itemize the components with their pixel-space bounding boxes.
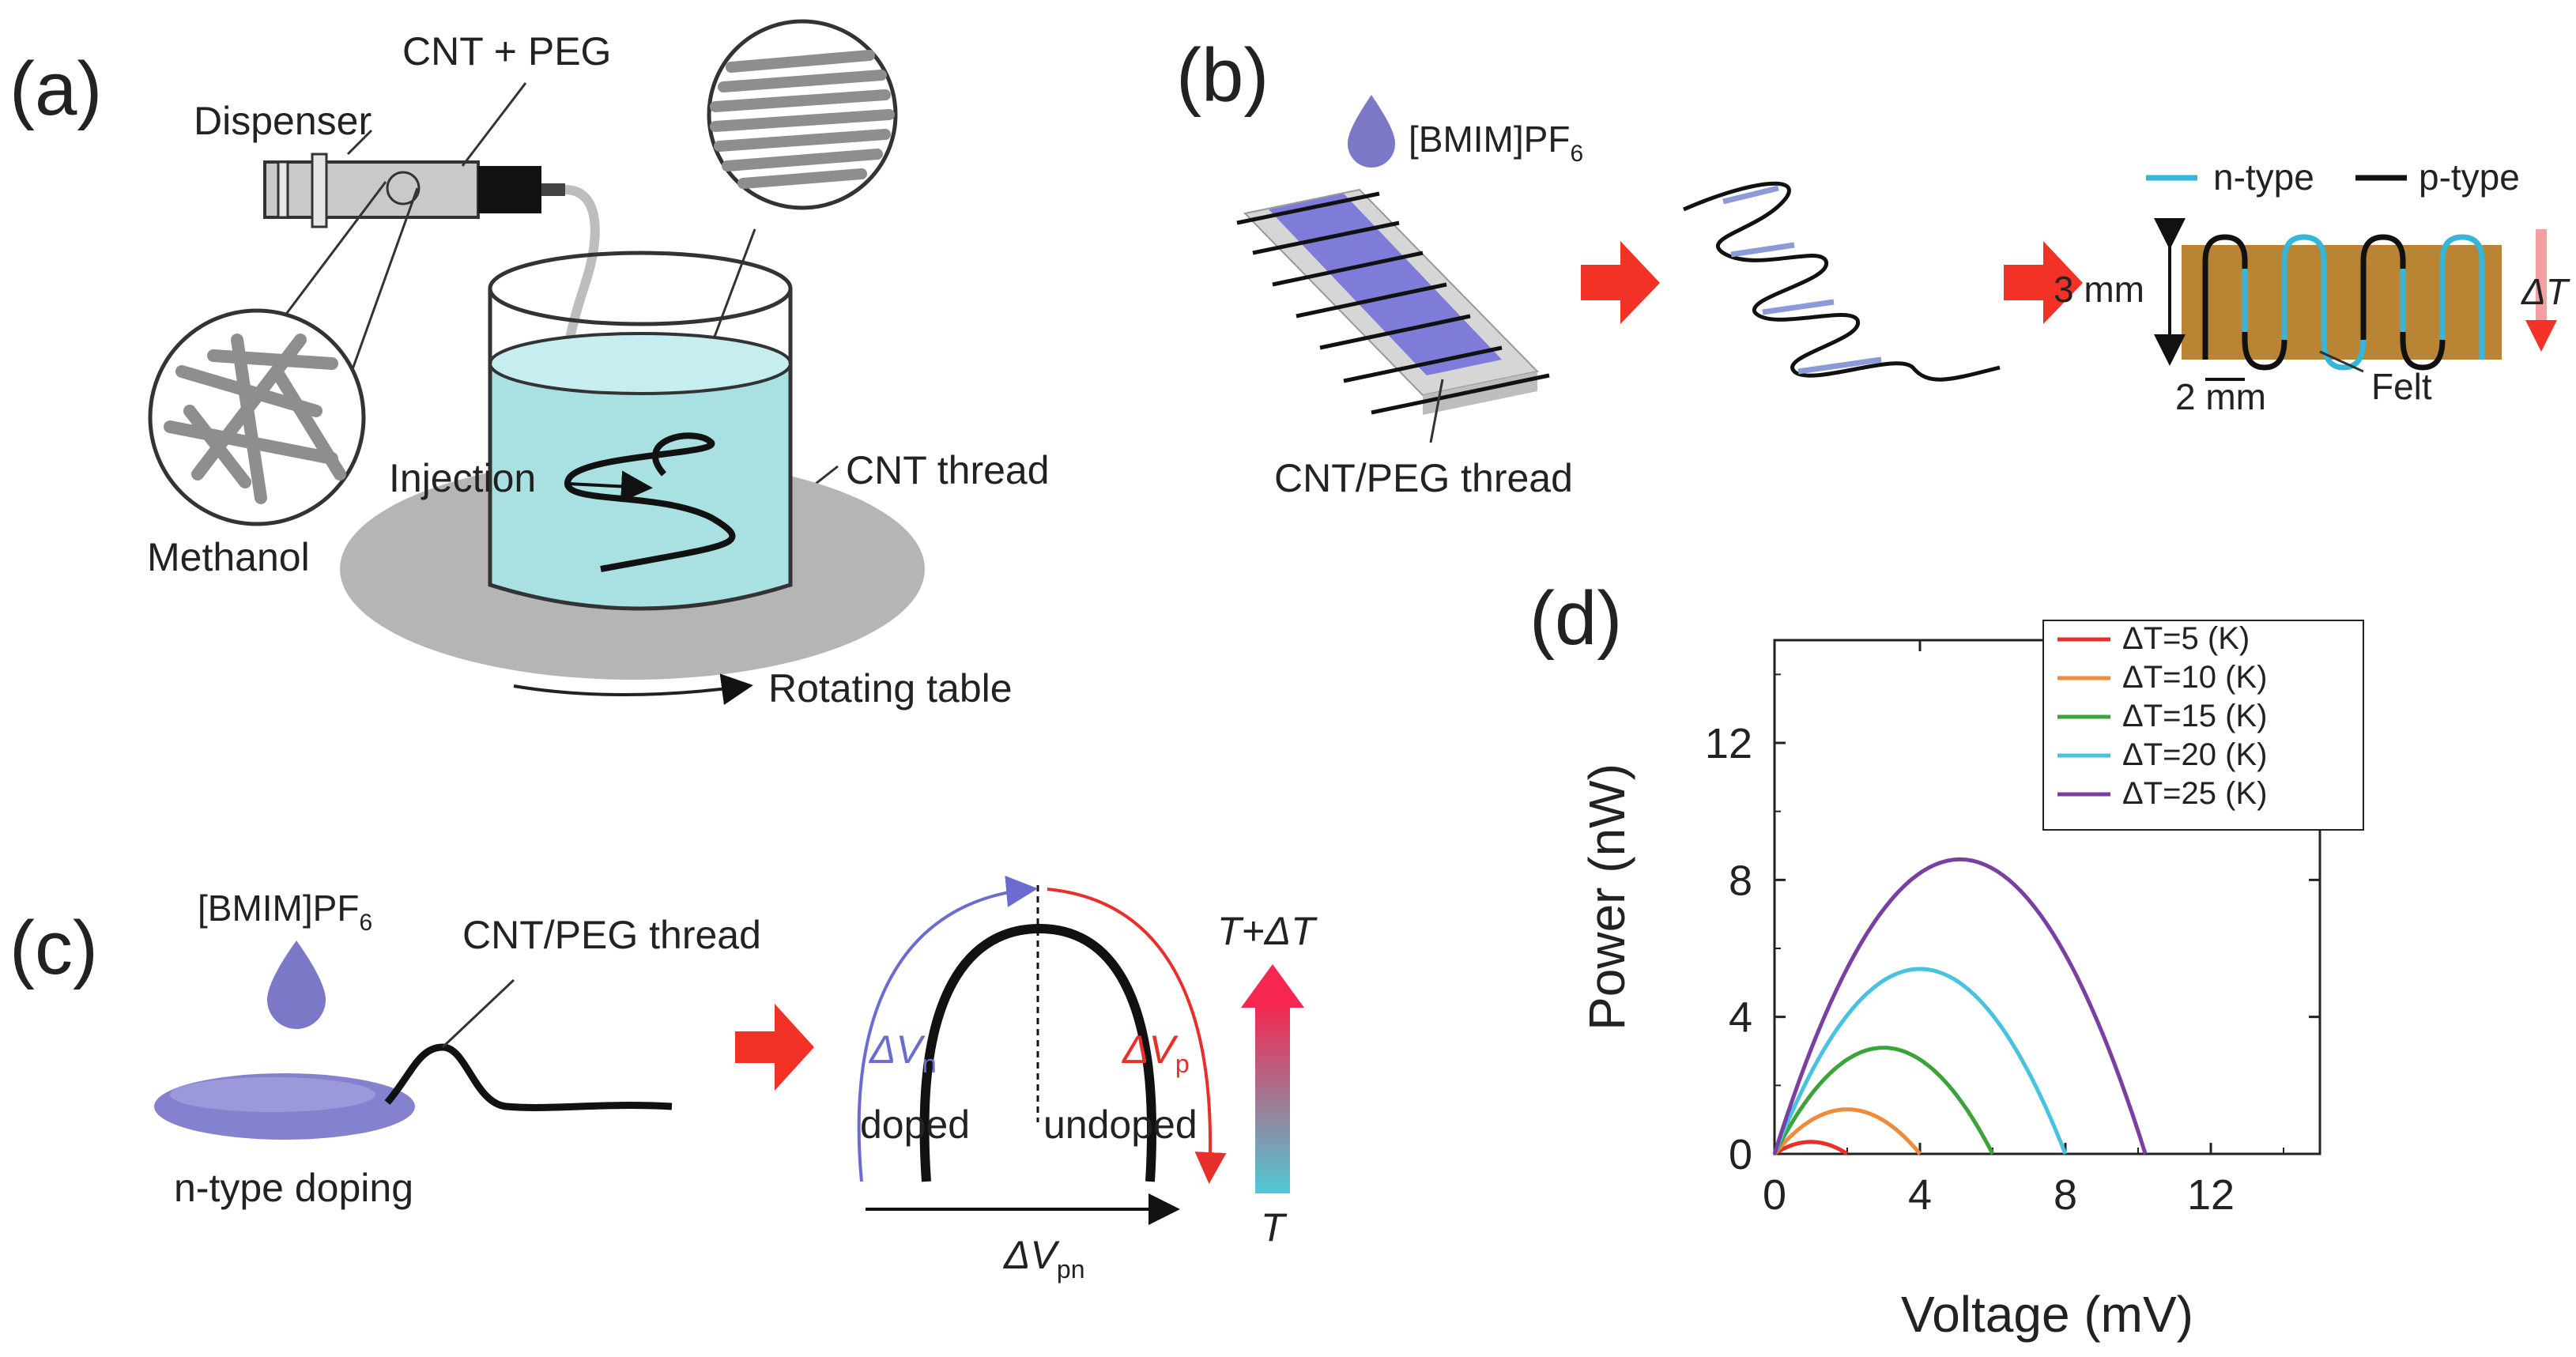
thread-on-substrate (1236, 188, 1550, 415)
cnt-thread-label: CNT thread (846, 448, 1050, 492)
process-arrow-icon (2004, 241, 2083, 324)
felt-label: Felt (2371, 366, 2432, 407)
series-line-4 (1772, 967, 2068, 1155)
panel-b: (b) [BMIM]PF6 CNT/PEG thread (1176, 33, 2570, 500)
series-line-5 (1772, 857, 2148, 1155)
delta-vpn-label: ΔVpn (1003, 1233, 1085, 1283)
panel-c: (c) [BMIM]PF6 CNT/PEG thread n-type dopi… (9, 876, 1318, 1283)
x-axis-title: Voltage (mV) (1901, 1286, 2193, 1343)
n-type-doping-label: n-type doping (174, 1166, 413, 1210)
temperature-gradient-arrow-icon (1241, 964, 1304, 1193)
delta-vn-label: ΔVn (869, 1027, 937, 1078)
cnt-thread-coil (564, 432, 736, 572)
rotating-table-label: Rotating table (768, 666, 1013, 711)
y-tick-label: 4 (1729, 994, 1752, 1042)
t-plus-delta-t-label: T+ΔT (1217, 909, 1318, 953)
legend-label: ΔT=10 (K) (2122, 660, 2267, 695)
panel-b-letter: (b) (1176, 33, 1269, 118)
cnt-peg-label: CNT + PEG (402, 29, 611, 74)
legend-label: ΔT=20 (K) (2122, 737, 2267, 772)
panel-a-letter: (a) (9, 47, 102, 131)
x-tick-label: 0 (1763, 1171, 1786, 1219)
serpentine-thermoelectric-module (2202, 234, 2485, 371)
p-type-label: p-type (2419, 156, 2520, 198)
random-cnt-zoom-icon (148, 308, 366, 526)
delta-vp-label: ΔVp (1122, 1027, 1190, 1078)
y-tick-label: 12 (1705, 720, 1752, 767)
n-type-label: n-type (2213, 156, 2314, 198)
aligned-cnt-zoom-icon (707, 19, 898, 210)
x-tick-label: 4 (1908, 1171, 1932, 1219)
process-arrow-icon (735, 1004, 814, 1091)
cnt-peg-thread-label-c: CNT/PEG thread (462, 913, 761, 957)
ionic-liquid-drop-icon (267, 940, 326, 1029)
ionic-liquid-label: [BMIM]PF6 (1409, 119, 1583, 167)
ionic-liquid-drop-icon (1348, 95, 1395, 168)
height-label: 3 mm (2054, 269, 2144, 310)
y-tick-label: 0 (1729, 1131, 1752, 1178)
x-tick-label: 8 (2054, 1171, 2077, 1219)
pn-band-diagram (857, 876, 1227, 1225)
series-line-3 (1772, 1046, 1995, 1155)
delta-t-label-b: ΔT (2521, 271, 2570, 312)
t-label: T (1261, 1205, 1288, 1250)
x-tick-label: 12 (2187, 1171, 2235, 1219)
felt-substrate (2182, 245, 2502, 360)
dispenser-syringe-icon (263, 153, 565, 228)
doped-label: doped (860, 1103, 970, 1147)
panel-c-letter: (c) (9, 906, 98, 990)
ionic-liquid-label-c: [BMIM]PF6 (198, 888, 372, 936)
legend-label: ΔT=5 (K) (2122, 621, 2250, 656)
series-line-2 (1773, 1107, 1922, 1155)
legend-label: ΔT=15 (K) (2122, 699, 2267, 733)
y-tick-label: 8 (1729, 857, 1752, 904)
process-arrow-icon (1581, 241, 1660, 324)
methanol-beaker (488, 251, 793, 611)
series-line-1 (1773, 1140, 1849, 1156)
coiled-thread (1682, 181, 2001, 382)
thread-legend: n-type p-type (2146, 156, 2520, 198)
cnt-peg-thread-c (384, 1043, 673, 1111)
y-axis-title: Power (nW) (1578, 763, 1635, 1031)
temperature-gradient-arrow-icon (2536, 229, 2547, 324)
injection-label: Injection (389, 456, 536, 500)
dispenser-label: Dispenser (194, 99, 372, 143)
undoped-label: undoped (1043, 1103, 1197, 1147)
width-label: 2 mm (2175, 376, 2266, 417)
panel-d-letter: (d) (1529, 576, 1622, 661)
cnt-peg-thread-label-b: CNT/PEG thread (1274, 456, 1573, 500)
legend-label: ΔT=25 (K) (2122, 776, 2267, 811)
panel-a: (a) (9, 19, 1050, 711)
methanol-label: Methanol (147, 535, 310, 579)
